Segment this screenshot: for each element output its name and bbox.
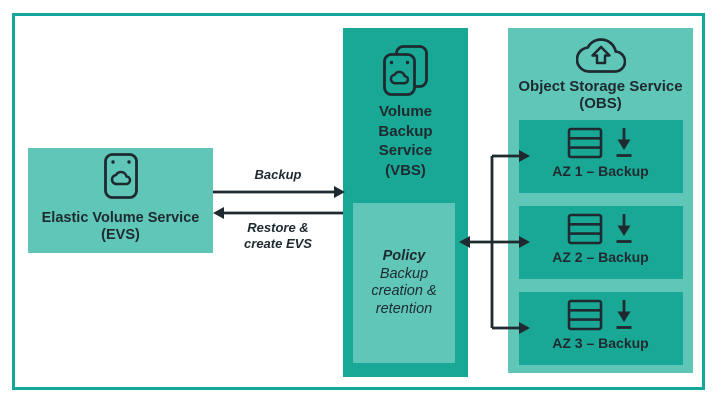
az2-icons <box>567 212 635 246</box>
download-icon <box>616 214 631 243</box>
storage-stack-icon <box>567 299 602 331</box>
policy-desc-line: creation & <box>371 283 437 299</box>
restore-arrow-label-line: create EVS <box>244 236 312 251</box>
evs-label: Elastic Volume Service (EVS) <box>42 210 200 244</box>
obs-name: Object Storage Service <box>518 78 683 95</box>
evs-abbr: (EVS) <box>101 227 140 243</box>
backup-arrow-label: Backup <box>254 167 302 182</box>
vbs-node: Volume Backup Service (VBS) Policy Backu… <box>343 28 468 377</box>
policy-desc-line: Backup <box>379 265 429 282</box>
download-icon <box>616 128 631 157</box>
az2-label: AZ 2 – Backup <box>552 249 649 265</box>
vbs-name-line: Volume <box>378 103 433 120</box>
download-icon <box>616 300 631 329</box>
storage-stack-icon <box>567 127 602 159</box>
restore-arrow-label: Restore & create EVS <box>225 220 331 252</box>
volume-device-cloud-icon <box>103 153 138 199</box>
obs-abbr: (OBS) <box>579 94 622 112</box>
volume-backup-cards-icon <box>382 45 428 96</box>
vbs-label: Volume Backup Service (VBS) <box>378 102 432 180</box>
az2-backup-node: AZ 2 – Backup <box>518 206 683 279</box>
az1-label: AZ 1 – Backup <box>552 163 649 179</box>
az3-label: AZ 3 – Backup <box>552 335 649 351</box>
policy-title: Policy <box>382 248 426 264</box>
obs-node: Object Storage Service (OBS) AZ 1 – Back… <box>508 28 693 373</box>
az3-backup-node: AZ 3 – Backup <box>518 292 683 365</box>
policy-subnode: Policy Backup creation & retention <box>353 203 455 363</box>
vbs-name-line: (VBS) <box>385 161 426 179</box>
az1-icons <box>567 126 635 160</box>
obs-label: Object Storage Service (OBS) <box>518 78 683 112</box>
evs-node: Elastic Volume Service (EVS) <box>28 148 213 253</box>
restore-arrow-label-line: Restore & <box>247 220 309 235</box>
az3-icons <box>567 298 635 332</box>
policy-desc-line: retention <box>375 300 433 317</box>
evs-name: Elastic Volume Service <box>41 210 200 226</box>
diagram-frame <box>12 13 705 390</box>
cloud-upload-icon <box>575 38 626 73</box>
vbs-name-line: Service <box>378 142 433 159</box>
storage-stack-icon <box>567 213 602 245</box>
vbs-name-line: Backup <box>378 122 433 140</box>
az1-backup-node: AZ 1 – Backup <box>518 120 683 193</box>
